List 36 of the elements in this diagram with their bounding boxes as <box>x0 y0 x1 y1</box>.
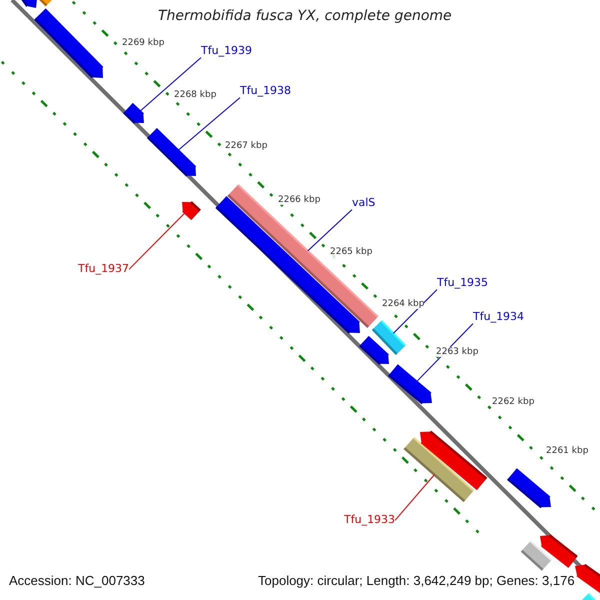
scale-label: 2269 kbp <box>122 38 164 48</box>
gene-segment <box>540 534 578 568</box>
scale-label: 2261 kbp <box>546 446 588 456</box>
gene-label: Tfu_1933 <box>344 514 396 527</box>
gene-segment <box>20 0 37 8</box>
gene-label: Tfu_1939 <box>201 45 252 58</box>
gene-segment <box>182 201 201 220</box>
gene-label: Tfu_1938 <box>240 85 292 98</box>
gene-segment <box>146 128 196 177</box>
scale-label: 2262 kbp <box>492 397 534 408</box>
gene-segment <box>34 8 104 78</box>
gene-label: Tfu_1937 <box>78 263 130 276</box>
leader-line <box>128 212 186 270</box>
info-text: Accession: NC_007333 <box>9 574 145 589</box>
scale-label: 2268 kbp <box>174 90 216 100</box>
leader-line <box>178 97 240 151</box>
gene-label: valS <box>352 197 376 210</box>
gene-label: Tfu_1934 <box>473 311 524 324</box>
info-text: Topology: circular; Length: 3,642,249 bp; Genes: 3,176 <box>258 574 575 589</box>
gene-segment <box>359 336 389 365</box>
gene-label: Tfu_1935 <box>437 277 488 290</box>
leader-line <box>394 474 435 521</box>
leader-line <box>307 209 352 252</box>
gene-segment <box>575 564 600 594</box>
scale-label: 2263 kbp <box>436 347 478 358</box>
scale-label: 2267 kbp <box>225 141 268 152</box>
gene-segment <box>123 102 144 124</box>
title: Thermobifida fusca YX, complete genome <box>158 8 452 24</box>
gene-segment <box>420 430 488 490</box>
gene-segment <box>388 364 432 404</box>
scale-label: 2265 kbp <box>330 247 372 258</box>
leader-line <box>140 57 202 112</box>
leader-line <box>392 289 438 334</box>
scale-label: 2266 kbp <box>278 195 320 206</box>
gene-segment <box>507 468 551 508</box>
scale-label: 2264 kbp <box>382 299 424 310</box>
